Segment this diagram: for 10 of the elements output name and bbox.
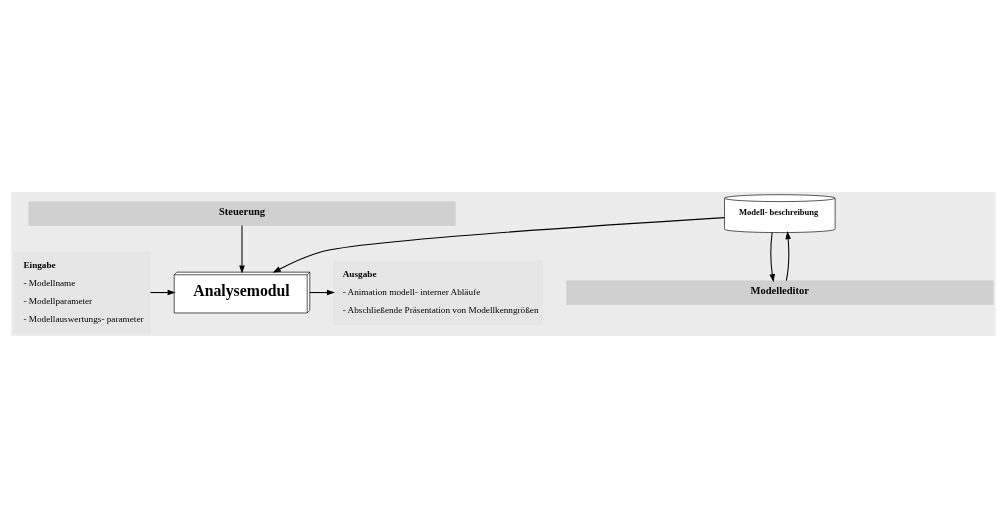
arrow [769,231,775,282]
arrow [149,289,176,295]
arrow [272,216,725,273]
node-box: Eingabe - Modellname - Modellparameter - Modellauswertungs- parameter [13,250,151,334]
arrow [785,230,791,281]
arrow [239,224,245,273]
node-box: Steuerung [28,200,456,226]
arrow [309,289,335,295]
node-box: Modelleditor [566,279,994,305]
node-box: Ausgabe - Animation modell- interner Abläufe - Abschließende Präsentation von Modellkenngrößen [333,259,544,325]
